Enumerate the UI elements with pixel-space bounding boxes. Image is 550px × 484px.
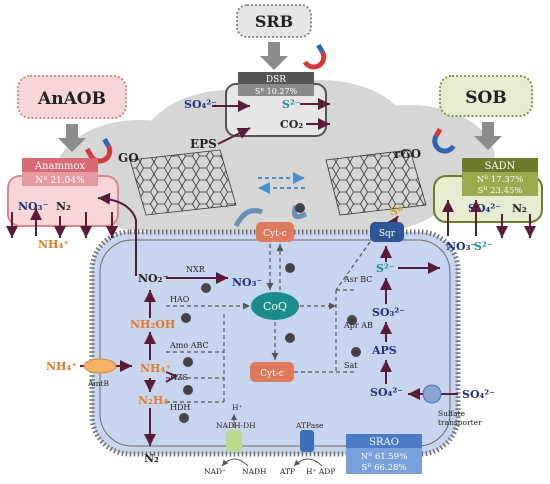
dsr-panel: DSR Sᴿ 10.27% SO₄²⁻ S²⁻ CO₂ EPS <box>184 72 330 151</box>
no3-cell-label: NO₃⁻ <box>232 276 262 289</box>
sadn-stat-n: Nᴿ 17.37% <box>477 175 524 185</box>
sob-box: SOB <box>439 75 533 117</box>
anammox-title: Anammox <box>34 161 86 172</box>
hao-label: HAO <box>170 295 190 304</box>
sadn-n2: N₂ <box>512 202 527 215</box>
srao-stat-s: Sᴿ 66.28% <box>362 463 407 473</box>
n2-out-label: N₂ <box>144 452 159 465</box>
dsr-so4: SO₄²⁻ <box>184 98 217 111</box>
sqr-label: Sqr <box>379 229 396 239</box>
hplus-adp-label: H⁺ ADP <box>306 467 335 476</box>
n2h4-label: N₂H₄ <box>138 394 168 407</box>
sadn-title: SADN <box>485 161 516 172</box>
go-sheet: GO <box>118 149 237 216</box>
anammox-n2: N₂ <box>56 200 71 213</box>
sulfate-transporter-label-2: transporter <box>438 418 482 427</box>
sadn-panel: SADN Nᴿ 17.37% Sᴿ 23.45% SO₄²⁻ N₂ NO₃⁻ S… <box>433 158 543 253</box>
nadh-dh-label: NADH-DH <box>216 421 256 430</box>
nad-label: NAD⁺ <box>204 467 226 476</box>
sulfate-transporter-label-1: Sulfate <box>438 409 466 418</box>
amtb-transporter: NH₄⁺ AmtB <box>46 358 132 388</box>
sob-no3: NO₃⁻ <box>446 240 476 253</box>
hdh-label: HDH <box>170 403 190 412</box>
cytc-top: Cyt-c <box>256 222 294 242</box>
hzs-label: HZS <box>170 373 188 382</box>
amtb-label: AmtB <box>87 379 110 388</box>
coq-node: CoQ <box>251 292 299 320</box>
nh4-ext-label: NH₄⁺ <box>46 360 77 373</box>
cytc-mid: Cyt-c <box>250 362 294 382</box>
anammox-nh4: NH₄⁺ <box>38 238 69 251</box>
cytc-mid-label: Cyt-c <box>260 369 284 379</box>
so4-cell-label: SO₄²⁻ <box>370 386 403 399</box>
s2-cell-label: S²⁻ <box>376 262 395 275</box>
anaob-label: AnAOB <box>37 89 106 109</box>
magnet-icon <box>432 127 456 154</box>
sob-label: SOB <box>465 88 506 108</box>
apr-label: Apr AB <box>343 321 373 330</box>
nitrogen-pathway: NO₂⁻ NO₃⁻ NH₂OH NH₄⁺ N₂H₄ N₂ NXR HAO Amo… <box>130 265 262 465</box>
so3-label: SO₃²⁻ <box>372 306 405 319</box>
sat-label: Sat <box>344 361 358 370</box>
nh2oh-label: NH₂OH <box>130 318 175 331</box>
no2-label: NO₂⁻ <box>138 272 168 285</box>
sadn-stat-s: Sᴿ 23.45% <box>478 186 523 196</box>
anammox-no3: NO₃⁻ <box>18 200 48 213</box>
nadh-dh: H⁺ NADH-DH NAD⁺ NADH <box>204 403 267 476</box>
srb-label: SRB <box>255 12 293 31</box>
srb-box: SRB <box>236 4 312 38</box>
electron-paths <box>166 241 371 403</box>
cytc-top-label: Cyt-c <box>263 229 287 239</box>
nh4-cell-label: NH₄⁺ <box>140 362 171 375</box>
aps-label: APS <box>371 344 397 357</box>
so4-ext-label: SO₄²⁻ <box>462 388 495 401</box>
srao-stat-n: Nᴿ 61.59% <box>361 452 408 462</box>
grey-arrows <box>58 42 502 152</box>
srao-title: SRAO <box>369 437 399 448</box>
go-label: GO <box>118 151 139 165</box>
sulfur-pathway: S²⁻ SO₃²⁻ APS SO₄²⁻ Asr BC Apr AB Sat <box>343 246 440 399</box>
s0-label: S⁰ <box>390 205 403 218</box>
asr-label: Asr BC <box>343 275 372 284</box>
anaob-box: AnAOB <box>17 75 127 119</box>
anammox-arrows <box>6 192 137 276</box>
eps-label: EPS <box>190 137 217 151</box>
h-plus-label: H⁺ <box>232 403 243 412</box>
amo-label: Amo ABC <box>169 341 209 350</box>
sulfate-transporter: SO₄²⁻ Sulfate transporter <box>408 384 495 427</box>
anammox-stat: Nᴿ 21.04% <box>35 176 85 186</box>
magnet-icon <box>302 43 327 70</box>
dsr-title: DSR <box>266 75 286 85</box>
atpase-label: ATPase <box>295 421 324 430</box>
nxr-label: NXR <box>186 265 206 274</box>
coq-label: CoQ <box>263 300 287 313</box>
dsr-co2: CO₂ <box>280 118 303 131</box>
dsr-stat: Sᴿ 10.27% <box>255 87 298 96</box>
atp-label: ATP <box>279 467 295 476</box>
sadn-so4: SO₄²⁻ <box>468 202 501 215</box>
dsr-s2: S²⁻ <box>282 98 301 111</box>
nadh-label: NADH <box>242 467 267 476</box>
sob-s2: S²⁻ <box>474 240 493 253</box>
atpase: ATPase ATP H⁺ ADP <box>279 421 335 476</box>
rgo-label: rGO <box>394 147 421 161</box>
rgo-sheet: rGO <box>325 147 427 216</box>
srao-panel: SRAO Nᴿ 61.59% Sᴿ 66.28% <box>346 434 422 474</box>
electron-markers <box>179 203 361 423</box>
sqr-box: Sqr <box>370 222 404 242</box>
